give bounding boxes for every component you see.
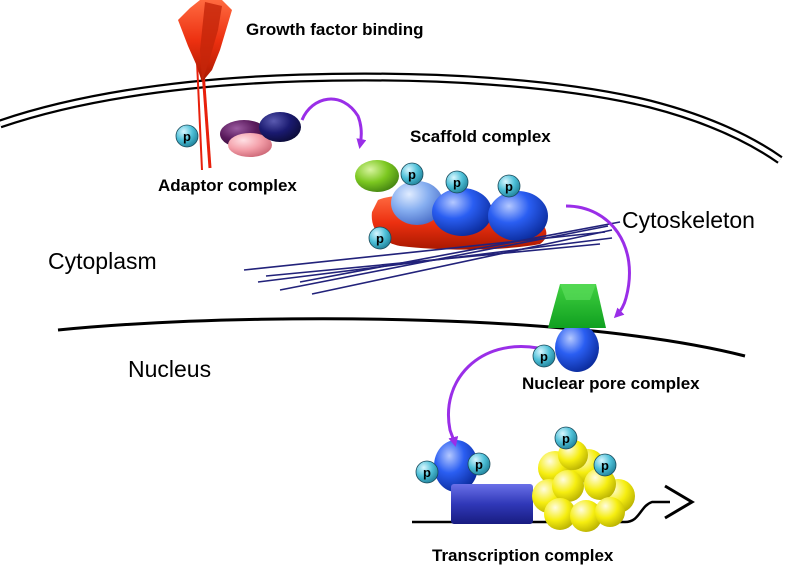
phosphate-icon: p bbox=[415, 460, 439, 484]
phosphate-groups: p p p p p p p p p p bbox=[175, 124, 617, 484]
transcription-complex-label: Transcription complex bbox=[432, 546, 614, 565]
signal-arrows bbox=[300, 97, 631, 447]
phosphate-icon: p bbox=[467, 452, 491, 476]
nucleus-label: Nucleus bbox=[128, 356, 212, 382]
phosphate-icon: p bbox=[532, 344, 556, 368]
cytoskeleton-label: Cytoskeleton bbox=[622, 207, 755, 233]
phosphate-icon: p bbox=[593, 453, 617, 477]
svg-text:p: p bbox=[183, 129, 191, 144]
svg-text:p: p bbox=[562, 431, 570, 446]
nuclear-pore-complex bbox=[548, 284, 606, 372]
svg-text:p: p bbox=[408, 167, 416, 182]
growth-factor-binding-label: Growth factor binding bbox=[246, 20, 424, 39]
cytoplasm-label: Cytoplasm bbox=[48, 248, 157, 274]
phosphate-icon: p bbox=[497, 174, 521, 198]
svg-text:p: p bbox=[505, 179, 513, 194]
receptor bbox=[178, 0, 232, 171]
svg-text:p: p bbox=[540, 349, 548, 364]
cytoskeleton bbox=[243, 221, 621, 295]
svg-text:p: p bbox=[423, 465, 431, 480]
svg-text:p: p bbox=[453, 175, 461, 190]
phosphate-icon: p bbox=[175, 124, 199, 148]
svg-text:p: p bbox=[475, 457, 483, 472]
arrow-scaffold-to-pore bbox=[565, 204, 631, 319]
nuclear-membrane bbox=[57, 317, 746, 358]
scaffold-complex-label: Scaffold complex bbox=[410, 127, 551, 146]
phosphate-icon: p bbox=[554, 426, 578, 450]
nuclear-pore-complex-label: Nuclear pore complex bbox=[522, 374, 700, 393]
adaptor-complex-label: Adaptor complex bbox=[158, 176, 297, 195]
arrow-pore-to-transcription bbox=[447, 345, 539, 447]
scaffold-complex bbox=[355, 160, 548, 250]
phosphate-icon: p bbox=[368, 226, 392, 250]
svg-text:p: p bbox=[376, 231, 384, 246]
arrow-adaptor-to-scaffold bbox=[300, 97, 367, 149]
transcription-complex bbox=[412, 440, 695, 532]
adaptor-complex bbox=[220, 112, 301, 157]
svg-text:p: p bbox=[601, 458, 609, 473]
phosphate-icon: p bbox=[400, 162, 424, 186]
phosphate-icon: p bbox=[445, 170, 469, 194]
plasma-membrane bbox=[0, 72, 783, 164]
